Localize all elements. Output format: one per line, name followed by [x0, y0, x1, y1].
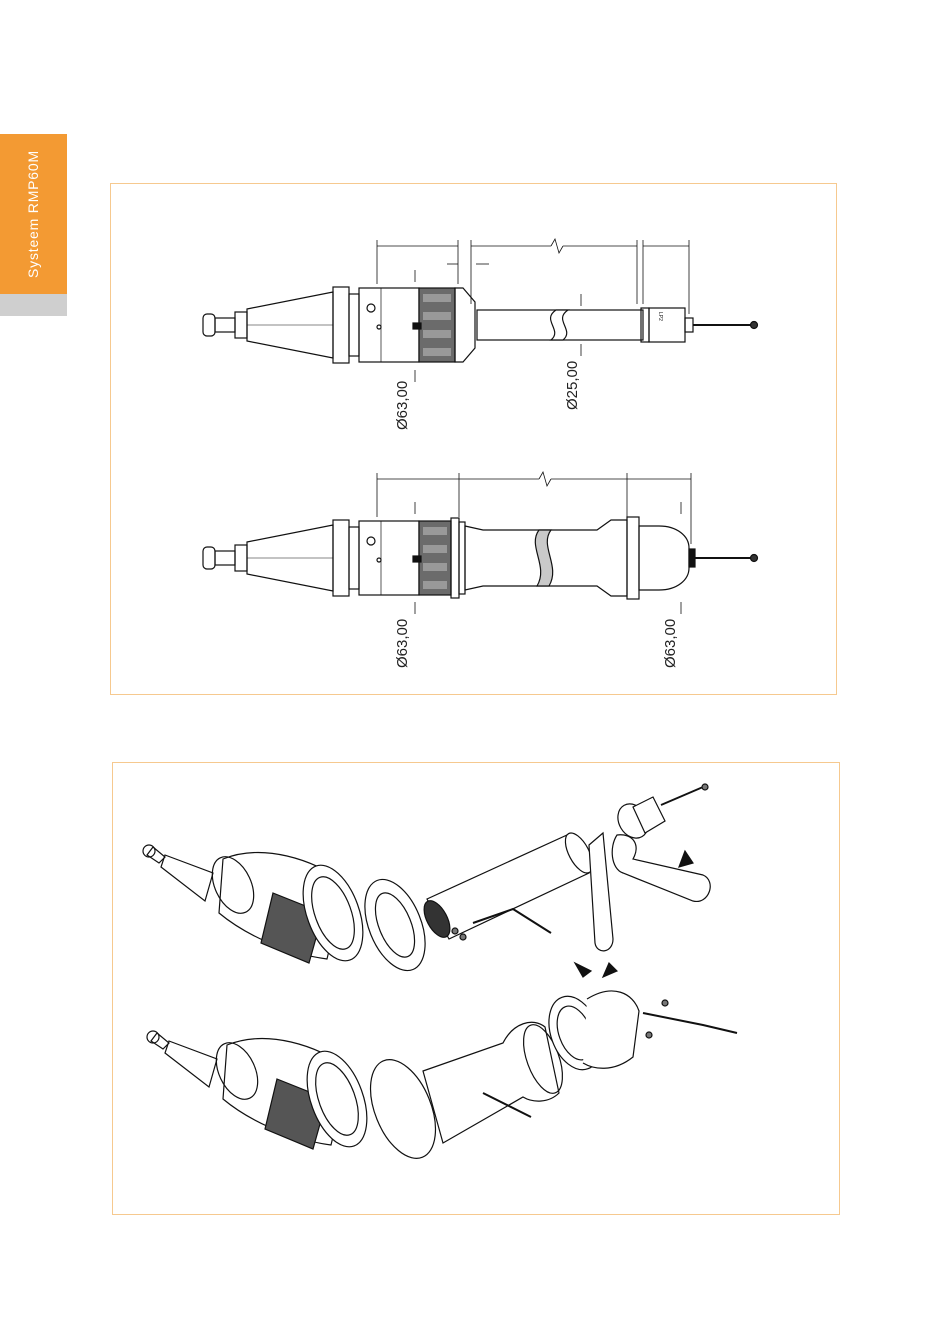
probe-assembly-upper: LP2	[203, 239, 758, 382]
side-tab-title: Systeem RMP60M	[25, 150, 41, 278]
exploded-view-upper	[143, 784, 710, 979]
dimension-label-lower-right: Ø63,00	[662, 619, 679, 668]
dimension-label-lower-left: Ø63,00	[394, 619, 411, 668]
dimension-label-upper-left: Ø63,00	[394, 381, 411, 430]
dimension-drawing: LP2	[111, 184, 838, 696]
side-tab-grey-strip	[0, 294, 67, 316]
svg-text:LP2: LP2	[657, 312, 663, 321]
probe-assembly-lower	[203, 472, 758, 614]
dimension-label-upper-right: Ø25,00	[564, 361, 581, 410]
dimension-drawing-frame: LP2	[110, 183, 837, 695]
assembly-illustration	[113, 763, 841, 1216]
assembly-illustration-frame	[112, 762, 840, 1215]
exploded-view-lower	[147, 989, 737, 1168]
